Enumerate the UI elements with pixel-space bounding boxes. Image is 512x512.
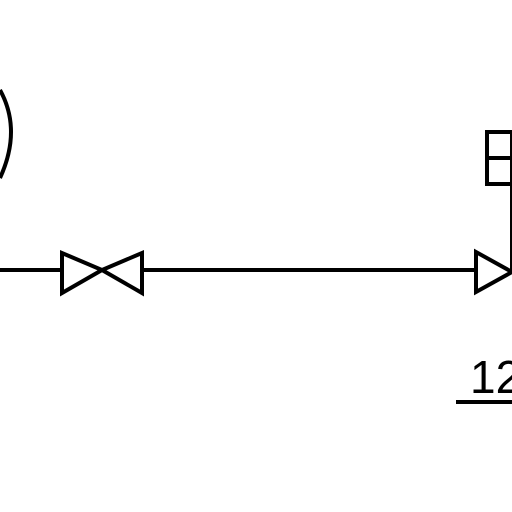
reference-number-label: 12	[470, 351, 512, 403]
gate-valve-icon	[60, 249, 144, 297]
instrument-box-icon	[485, 130, 512, 186]
flow-arrow-icon	[474, 248, 512, 296]
instrument-bubble-partial	[0, 89, 13, 179]
